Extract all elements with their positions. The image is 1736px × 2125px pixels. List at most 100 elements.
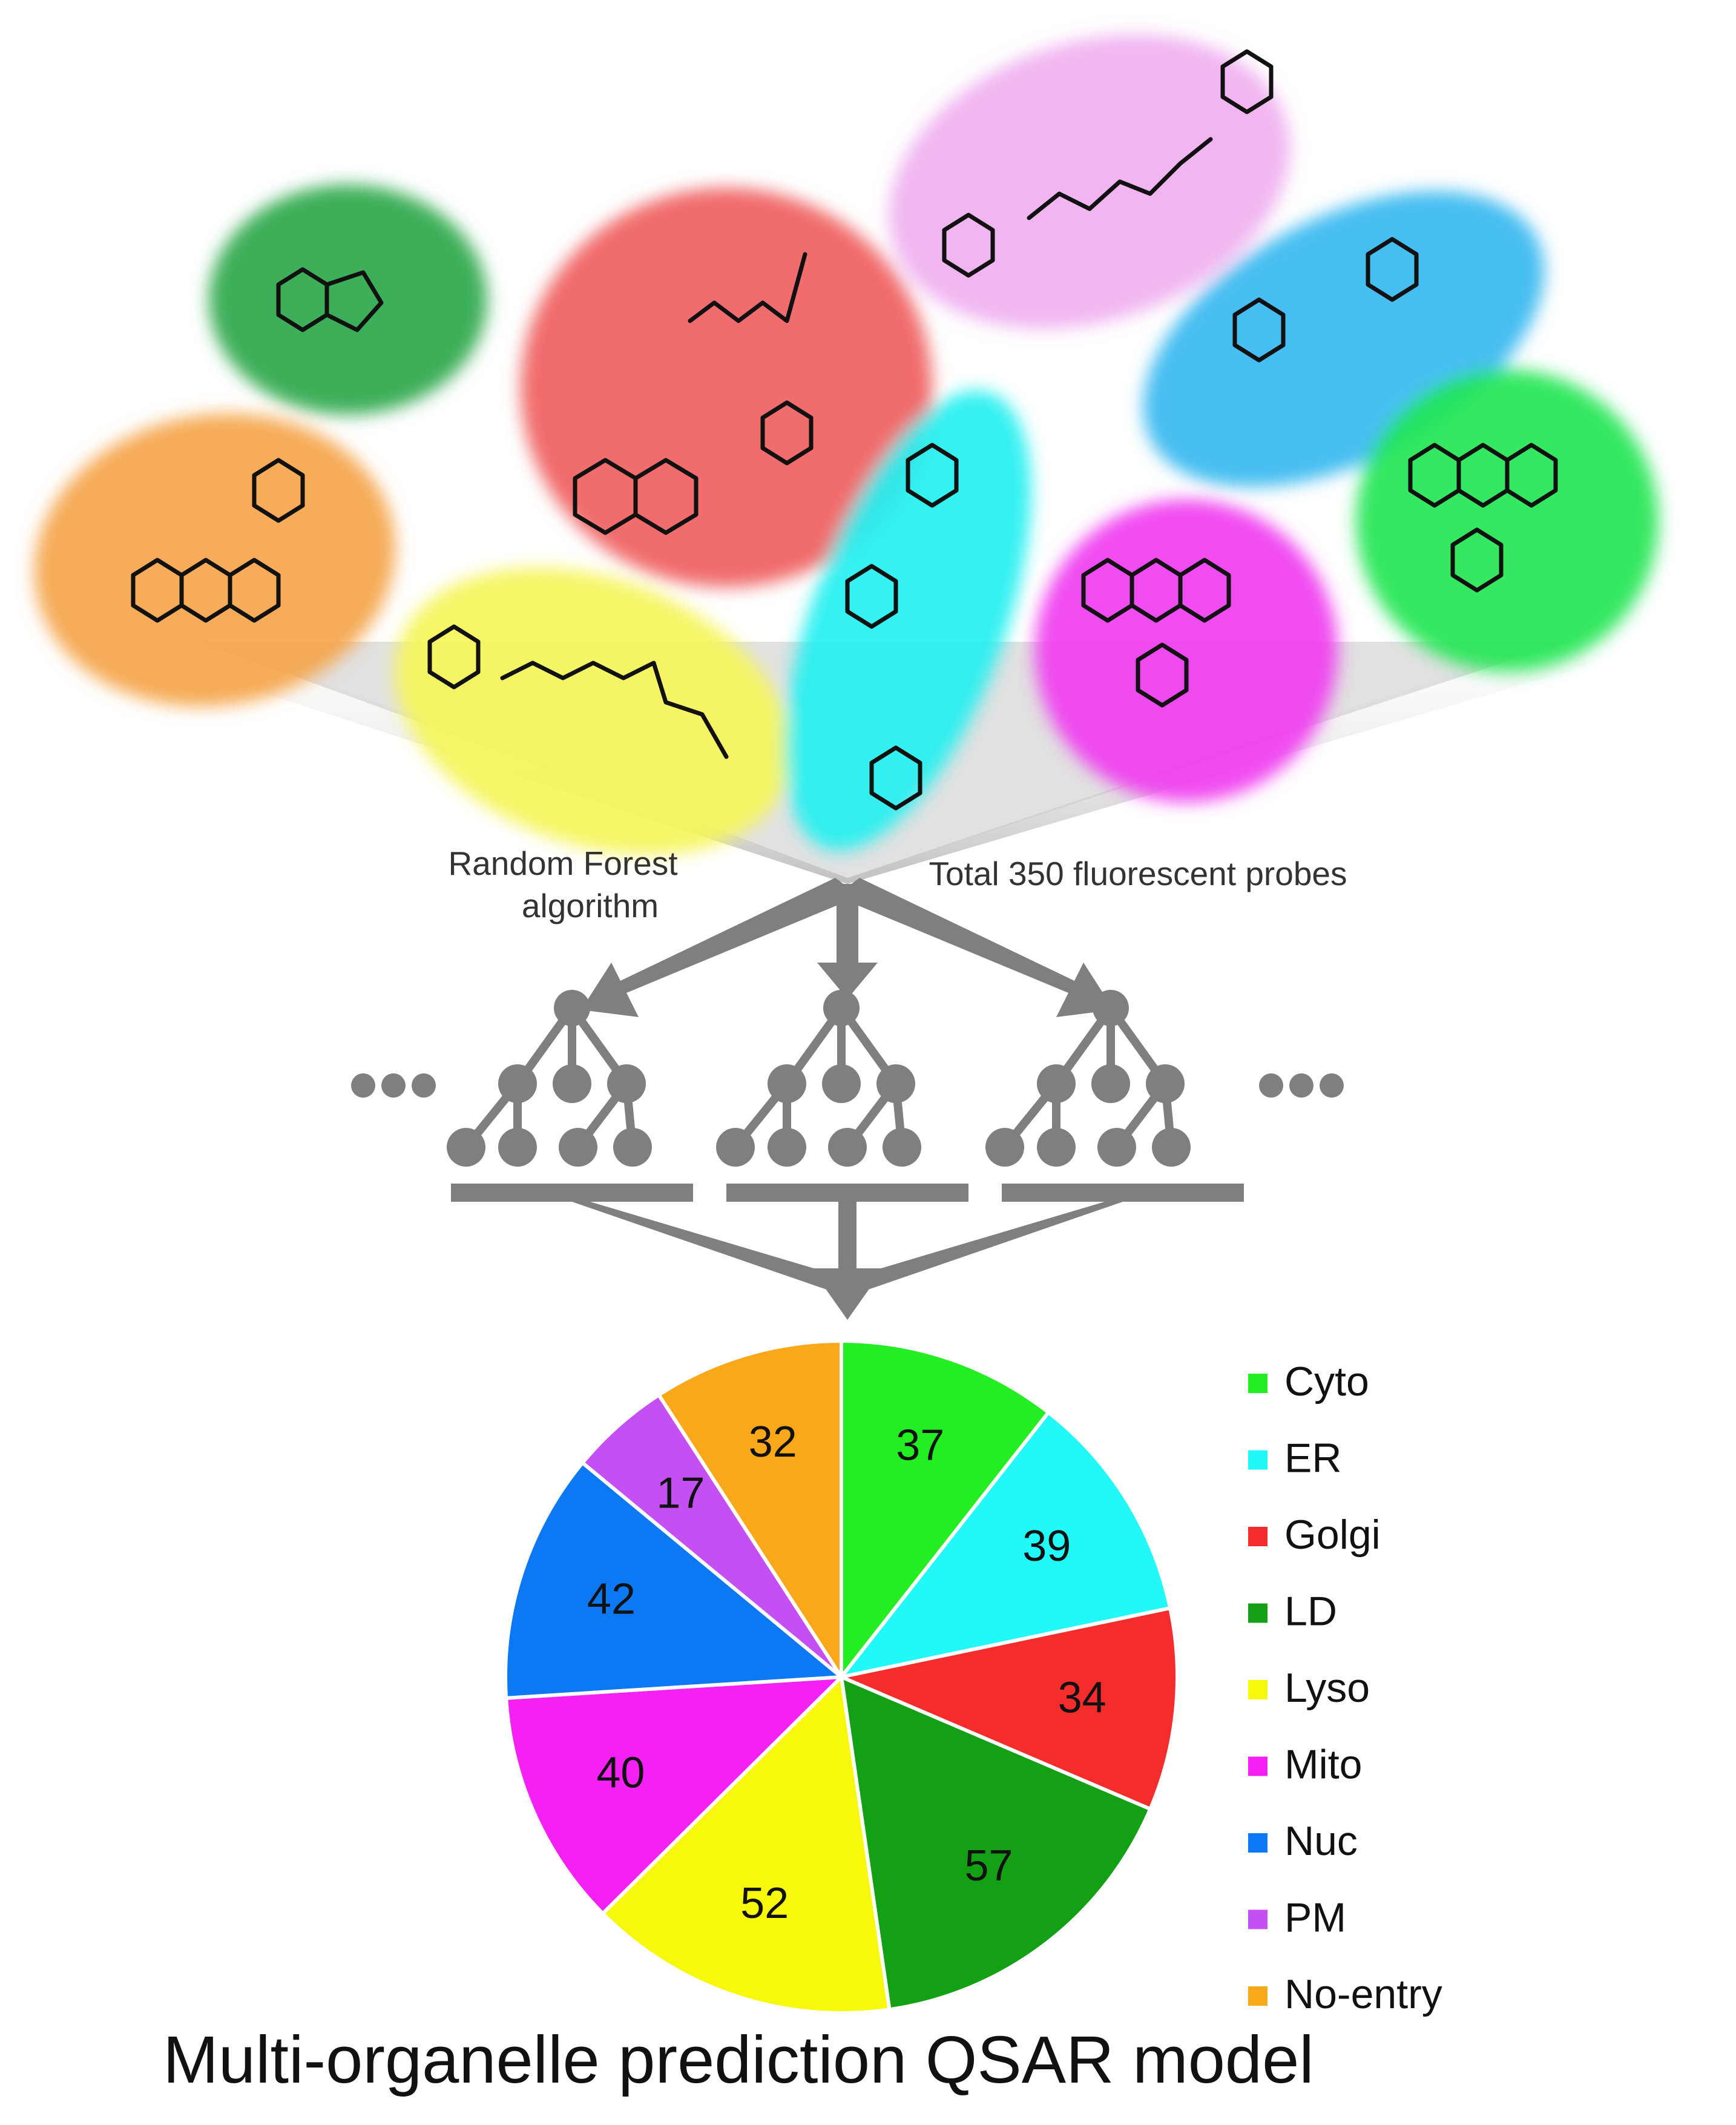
tree-node xyxy=(823,990,860,1026)
molecule-ring xyxy=(252,458,305,523)
algorithm-label-line2: algorithm xyxy=(522,887,659,924)
pie-slice-golgi xyxy=(835,1606,1179,1812)
converge-arrow-right xyxy=(850,1202,1123,1293)
pie-label-ld: 57 xyxy=(964,1842,1013,1890)
pie-slice-no-entry xyxy=(656,1339,843,1684)
pie-slice-er xyxy=(837,1409,1172,1680)
tree-node xyxy=(553,1064,591,1103)
legend-label-no-entry: No-entry xyxy=(1284,1971,1442,2017)
pink-probe-blob xyxy=(889,35,1290,329)
merge-bar-left xyxy=(451,1184,693,1202)
molecule-ring xyxy=(845,564,898,629)
red-probe-blob xyxy=(521,188,932,587)
legend-swatch-mito xyxy=(1248,1756,1267,1776)
molecule-ring xyxy=(1366,237,1419,302)
ellipsis-dot xyxy=(1289,1073,1314,1098)
yellow-probe-blob xyxy=(394,567,792,855)
pie-label-er: 39 xyxy=(1022,1522,1071,1570)
orange-probe-blob xyxy=(34,413,396,707)
merge-arrows xyxy=(451,1184,1244,1320)
legend-label-er: ER xyxy=(1284,1435,1341,1481)
arrow-right xyxy=(835,878,1114,1017)
molecule-ring xyxy=(1505,443,1558,508)
ellipsis-right xyxy=(1259,1073,1344,1098)
legend-swatch-cyto xyxy=(1248,1374,1267,1393)
legend-label-cyto: Cyto xyxy=(1284,1359,1369,1405)
ellipsis-left xyxy=(351,1073,436,1098)
magenta-probe-blob xyxy=(1035,499,1338,802)
tree-node xyxy=(883,1128,921,1167)
ellipsis-dot xyxy=(1320,1073,1344,1098)
molecule-chain xyxy=(688,252,807,323)
tree-node xyxy=(1146,1064,1185,1103)
molecule-ring xyxy=(1136,642,1189,708)
pie-slice-ld xyxy=(839,1674,1153,2012)
pie-slice-pm xyxy=(580,1392,843,1679)
tree-node xyxy=(768,1064,806,1103)
tree-node xyxy=(1037,1064,1076,1103)
tree-node xyxy=(498,1064,537,1103)
ellipsis-dot xyxy=(381,1073,406,1098)
green-probe-blob xyxy=(1356,369,1659,672)
decision-tree-2 xyxy=(716,990,921,1167)
tree-node xyxy=(447,1128,485,1167)
ellipsis-dot xyxy=(1259,1073,1283,1098)
molecule-chain xyxy=(1027,137,1213,220)
merge-bar-right xyxy=(1002,1184,1244,1202)
tree-node xyxy=(1037,1128,1076,1167)
pie-slice-nuc xyxy=(504,1460,846,1701)
pie-label-no-entry: 32 xyxy=(749,1418,797,1466)
legend-swatch-ld xyxy=(1248,1603,1267,1623)
tree-node xyxy=(554,990,590,1026)
pie-label-lyso: 52 xyxy=(740,1879,789,1928)
tree-node xyxy=(822,1064,861,1103)
legend-swatch-lyso xyxy=(1248,1680,1267,1699)
legend-swatch-pm xyxy=(1248,1909,1267,1929)
pie-label-nuc: 42 xyxy=(587,1575,636,1624)
molecule-ring xyxy=(427,624,481,690)
tree-node xyxy=(876,1064,915,1103)
figure-title: Multi-organelle prediction QSAR model xyxy=(163,2023,1314,2097)
molecule-ring xyxy=(1178,558,1231,623)
tree-node xyxy=(985,1128,1024,1167)
arrow-center xyxy=(817,884,878,999)
tree-node xyxy=(607,1064,646,1103)
molecule-ring xyxy=(324,270,384,332)
molecule-ring xyxy=(633,458,699,535)
tree-node xyxy=(613,1128,652,1167)
pie-slice-lyso xyxy=(600,1673,892,2015)
decision-tree-3 xyxy=(985,990,1191,1167)
probe-blobs xyxy=(34,35,1659,855)
tree-node xyxy=(768,1128,806,1167)
pie-label-golgi: 34 xyxy=(1058,1673,1106,1722)
legend-label-golgi: Golgi xyxy=(1284,1512,1381,1558)
tree-node xyxy=(716,1128,755,1167)
legend-label-lyso: Lyso xyxy=(1284,1665,1370,1711)
legend-label-nuc: Nuc xyxy=(1284,1818,1358,1864)
legend-swatch-no-entry xyxy=(1248,1986,1267,2006)
pie-slice-cyto xyxy=(840,1339,1051,1682)
tree-node xyxy=(1097,1128,1136,1167)
legend-swatch-nuc xyxy=(1248,1833,1267,1853)
molecule-ring xyxy=(1232,297,1286,363)
legend-label-ld: LD xyxy=(1284,1588,1337,1634)
pie-label-pm: 17 xyxy=(656,1469,705,1517)
molecule-ring xyxy=(869,745,922,811)
converge-arrowhead xyxy=(811,1268,884,1320)
merge-bar-center xyxy=(726,1184,968,1202)
molecule-ring xyxy=(906,443,959,508)
tree-node xyxy=(1152,1128,1191,1167)
legend-swatch-golgi xyxy=(1248,1527,1267,1546)
algorithm-label-line1: Random Forest xyxy=(448,845,677,882)
pie-slice-mito xyxy=(504,1675,846,1916)
molecule-ring xyxy=(228,558,281,623)
molecule-ring xyxy=(1450,527,1504,593)
tree-node xyxy=(1093,990,1129,1026)
tree-node xyxy=(498,1128,537,1167)
molecule-ring xyxy=(760,400,814,466)
legend-swatch-er xyxy=(1248,1450,1267,1470)
tree-node xyxy=(1091,1064,1130,1103)
converge-arrow-center xyxy=(838,1202,856,1274)
